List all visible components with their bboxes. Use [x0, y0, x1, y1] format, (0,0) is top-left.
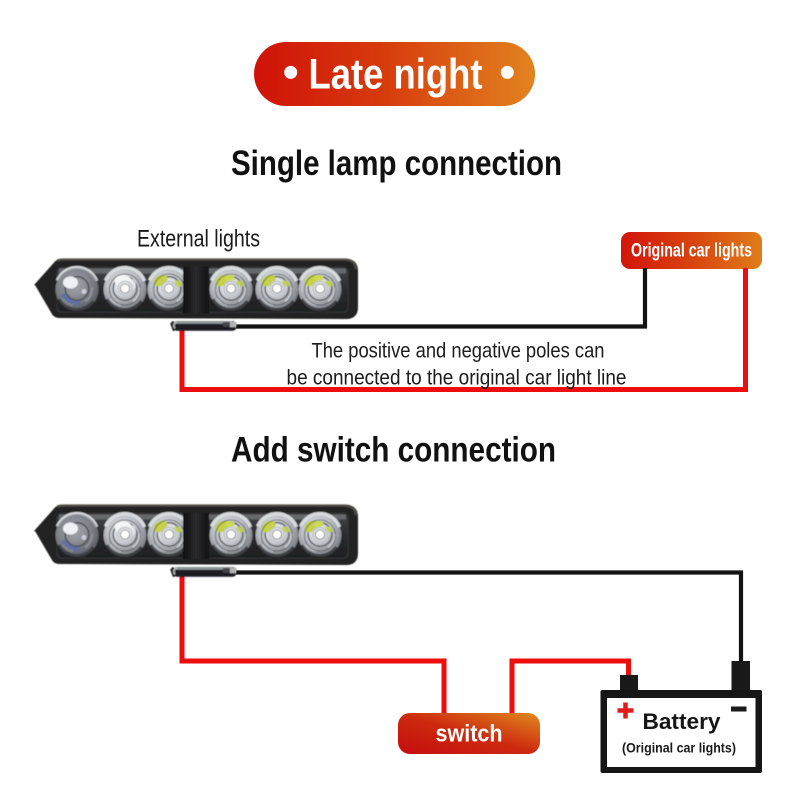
svg-text:Late night: Late night [309, 51, 483, 99]
svg-text:(Original car lights): (Original car lights) [622, 741, 736, 756]
svg-text:The positive and negative pole: The positive and negative poles can [312, 340, 605, 363]
svg-text:switch: switch [436, 721, 503, 748]
svg-text:be connected to the original c: be connected to the original car light l… [287, 367, 627, 390]
svg-text:External lights: External lights [137, 226, 260, 253]
svg-text:Original car lights: Original car lights [631, 241, 752, 262]
svg-text:Single lamp connection: Single lamp connection [231, 144, 562, 183]
svg-text:Battery: Battery [643, 709, 722, 734]
svg-text:Add switch connection: Add switch connection [231, 431, 556, 470]
